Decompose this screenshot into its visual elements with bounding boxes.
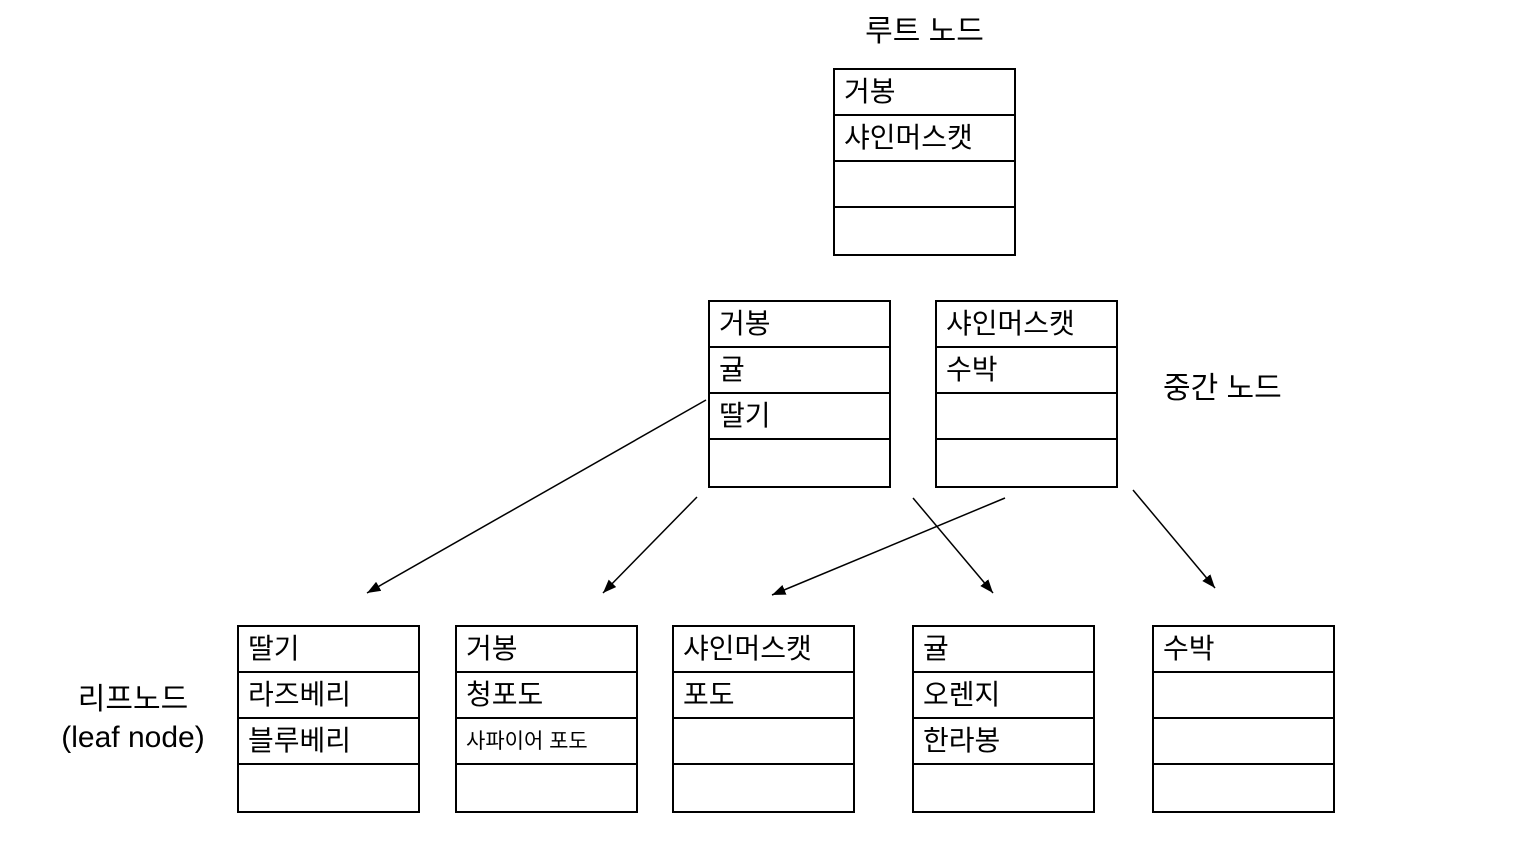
node-cell: 청포도 (457, 673, 636, 719)
leaf-node-1-table: 딸기 라즈베리 블루베리 (237, 625, 420, 813)
arrow-midleft-to-leaf2 (602, 496, 698, 594)
middle-node-right-table: 샤인머스캣 수박 (935, 300, 1118, 488)
node-cell (1154, 765, 1333, 811)
node-cell: 오렌지 (914, 673, 1093, 719)
node-cell: 거봉 (835, 70, 1014, 116)
node-cell (937, 394, 1116, 440)
node-cell: 귤 (914, 627, 1093, 673)
node-cell: 라즈베리 (239, 673, 418, 719)
node-cell (1154, 719, 1333, 765)
node-cell: 딸기 (710, 394, 889, 440)
leaf-node-label-korean: 리프노드 (77, 683, 189, 716)
node-cell: 블루베리 (239, 719, 418, 765)
arrow-midright-to-leaf3 (771, 497, 1006, 596)
node-cell: 거봉 (457, 627, 636, 673)
node-cell (674, 719, 853, 765)
node-cell (835, 208, 1014, 254)
leaf-node-label: 리프노드 (leaf node) (38, 681, 228, 757)
node-cell (937, 440, 1116, 486)
middle-node-left-table: 거봉 귤 딸기 (708, 300, 891, 488)
node-cell: 귤 (710, 348, 889, 394)
node-cell: 수박 (1154, 627, 1333, 673)
node-cell: 수박 (937, 348, 1116, 394)
node-cell (457, 765, 636, 811)
node-cell: 샤인머스캣 (835, 116, 1014, 162)
node-cell: 포도 (674, 673, 853, 719)
node-cell (239, 765, 418, 811)
node-cell (674, 765, 853, 811)
root-node-label: 루트 노드 (865, 15, 984, 48)
node-cell (710, 440, 889, 486)
leaf-node-4-table: 귤 오렌지 한라봉 (912, 625, 1095, 813)
leaf-node-5-table: 수박 (1152, 625, 1335, 813)
node-cell: 한라봉 (914, 719, 1093, 765)
leaf-node-2-table: 거봉 청포도 사파이어 포도 (455, 625, 638, 813)
node-cell (835, 162, 1014, 208)
middle-node-label: 중간 노드 (1163, 372, 1282, 405)
node-cell: 샤인머스캣 (674, 627, 853, 673)
node-cell: 딸기 (239, 627, 418, 673)
arrow-midleft-to-leaf1 (366, 399, 707, 594)
arrow-midleft-to-leaf4 (912, 497, 994, 594)
leaf-node-label-english: (leaf node) (61, 721, 205, 754)
node-cell (914, 765, 1093, 811)
node-cell: 샤인머스캣 (937, 302, 1116, 348)
arrow-midright-to-leaf5 (1132, 489, 1216, 589)
leaf-node-3-table: 샤인머스캣 포도 (672, 625, 855, 813)
node-cell (1154, 673, 1333, 719)
node-cell: 사파이어 포도 (457, 719, 636, 765)
root-node-table: 거봉 샤인머스캣 (833, 68, 1016, 256)
node-cell: 거봉 (710, 302, 889, 348)
